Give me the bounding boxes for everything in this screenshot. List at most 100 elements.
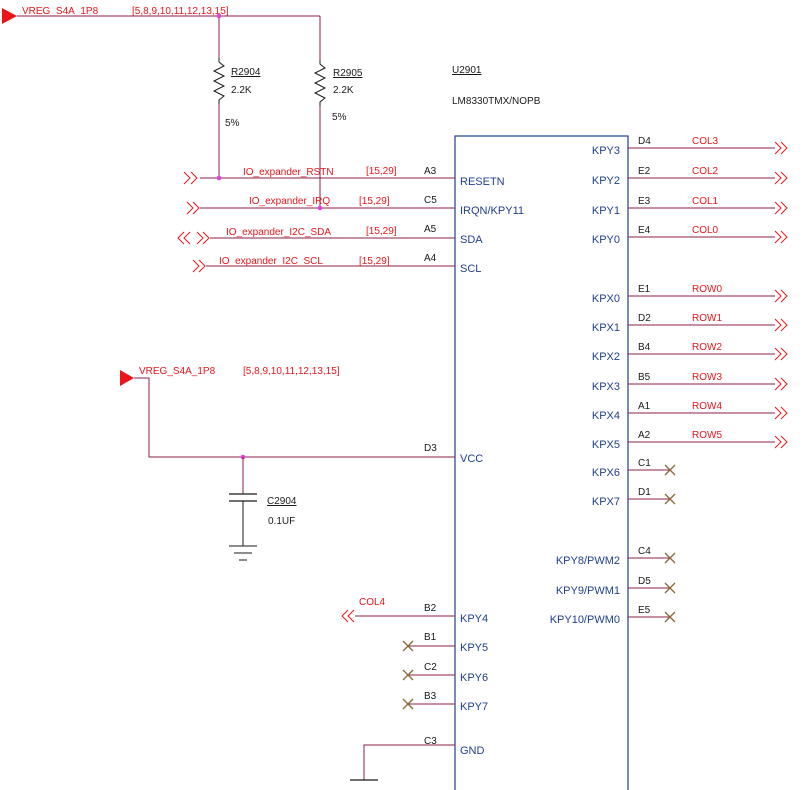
offpage-output-icon (780, 201, 788, 215)
offpage-output-icon (186, 201, 194, 215)
kpx3-ball: B5 (638, 372, 651, 383)
r2905-value: 2.2K (333, 85, 354, 96)
row5-net-label: ROW5 (692, 430, 722, 441)
pin-c3-gnd: C3 GND (350, 736, 485, 781)
offpage-output-icon (774, 347, 782, 361)
mid-power-net-label: VREG_S4A_1P8 (139, 366, 216, 377)
offpage-output-icon (780, 171, 788, 185)
irq-net-refs: [15,29] (359, 196, 390, 207)
col0-net-label: COL0 (692, 225, 719, 236)
pin-c2-kpy6: C2 KPY6 (402, 662, 488, 684)
irq-net-label: IO_expander_IRQ (249, 196, 330, 207)
offpage-output-icon (341, 609, 349, 623)
kpy10-pwm0-ball: E5 (638, 605, 651, 616)
top-power-refs: [5,8,9,10,11,12,13,15] (132, 6, 229, 17)
pin-d2-kpx1: KPX1 D2 ROW1 (592, 313, 788, 334)
resetn-pin-name: RESETN (460, 176, 505, 188)
kpx1-ball: D2 (638, 313, 651, 324)
col4-net-label: COL4 (359, 597, 386, 608)
col2-net-label: COL2 (692, 166, 719, 177)
kpx7-ball: D1 (638, 487, 651, 498)
row4-net-label: ROW4 (692, 401, 722, 412)
irq-ball: C5 (424, 195, 437, 206)
no-connect-icon (664, 552, 676, 564)
kpx7-pin-name: KPX7 (592, 496, 620, 508)
pin-e5-kpy10-pwm0: KPY10/PWM0 E5 (550, 605, 676, 626)
pin-c5-irqn: IO_expander_IRQ [15,29] C5 IRQN/KPY11 (186, 195, 524, 217)
gnd-wire (363, 744, 455, 780)
vcc-pin-name: VCC (460, 453, 483, 465)
vcc-ball: D3 (424, 443, 437, 454)
sda-net-label: IO_expander_I2C_SDA (226, 227, 331, 238)
resistor-r2904-icon (212, 58, 226, 104)
kpx3-pin-name: KPX3 (592, 381, 620, 393)
kpx6-pin-name: KPX6 (592, 467, 620, 479)
bidir-port-icon (202, 231, 210, 245)
offpage-output-icon (780, 435, 788, 449)
kpx6-ball: C1 (638, 458, 651, 469)
power-port-flag-icon (2, 8, 17, 24)
no-connect-icon (664, 611, 676, 623)
pin-a3-resetn: IO_expander_RSTN [15,29] A3 RESETN (183, 166, 505, 188)
no-connect-icon (402, 698, 414, 710)
offpage-output-icon (774, 406, 782, 420)
offpage-output-icon (774, 201, 782, 215)
offpage-output-icon (780, 347, 788, 361)
bidir-port-icon (177, 231, 185, 245)
offpage-output-icon (774, 435, 782, 449)
irq-pin-name: IRQN/KPY11 (460, 205, 524, 217)
kpy1-ball: E3 (638, 196, 651, 207)
scl-net-label: IO_expander_I2C_SCL (219, 256, 323, 267)
row0-net-label: ROW0 (692, 284, 722, 295)
resistor-r2905-icon (313, 60, 327, 106)
gnd-ball: C3 (424, 736, 437, 747)
kpy2-ball: E2 (638, 166, 651, 177)
kpy5-ball: B1 (424, 632, 437, 643)
offpage-output-icon (780, 377, 788, 391)
resetn-net-refs: [15,29] (366, 166, 397, 177)
kpx0-pin-name: KPX0 (592, 293, 620, 305)
r2905-tolerance: 5% (332, 112, 347, 123)
mid-power-refs: [5,8,9,10,11,12,13,15] (243, 366, 340, 377)
kpy3-ball: D4 (638, 136, 651, 147)
c2904-ref: C2904 (267, 496, 297, 507)
kpx4-ball: A1 (638, 401, 651, 412)
pin-e2-kpy2: KPY2 E2 COL2 (592, 166, 788, 187)
kpy10-pwm0-pin-name: KPY10/PWM0 (550, 614, 620, 626)
col3-net-label: COL3 (692, 136, 719, 147)
pin-b3-kpy7: B3 KPY7 (402, 691, 488, 713)
kpy7-ball: B3 (424, 691, 437, 702)
kpx2-ball: B4 (638, 342, 651, 353)
sda-ball: A5 (424, 224, 437, 235)
bidir-port-icon (183, 231, 191, 245)
kpy5-pin-name: KPY5 (460, 642, 488, 654)
offpage-input-icon (198, 259, 206, 273)
ic-part-number: LM8330TMX/NOPB (452, 96, 541, 107)
kpx1-pin-name: KPX1 (592, 322, 620, 334)
row1-net-label: ROW1 (692, 313, 722, 324)
kpy9-pwm1-pin-name: KPY9/PWM1 (556, 585, 620, 597)
offpage-input-icon (192, 259, 200, 273)
resetn-net-label: IO_expander_RSTN (243, 167, 334, 178)
kpx5-pin-name: KPX5 (592, 439, 620, 451)
col1-net-label: COL1 (692, 196, 719, 207)
r2905-ref: R2905 (333, 68, 363, 79)
pin-d1-kpx7: KPX7 D1 (592, 487, 676, 508)
offpage-output-icon (774, 289, 782, 303)
kpy2-pin-name: KPY2 (592, 175, 620, 187)
vcc-wire (134, 377, 455, 458)
kpy4-ball: B2 (424, 603, 437, 614)
top-power-net-label: VREG_S4A_1P8 (22, 6, 99, 17)
r2904-ref: R2904 (231, 67, 261, 78)
offpage-input-icon (183, 171, 191, 185)
offpage-output-icon (780, 406, 788, 420)
resetn-ball: A3 (424, 166, 437, 177)
